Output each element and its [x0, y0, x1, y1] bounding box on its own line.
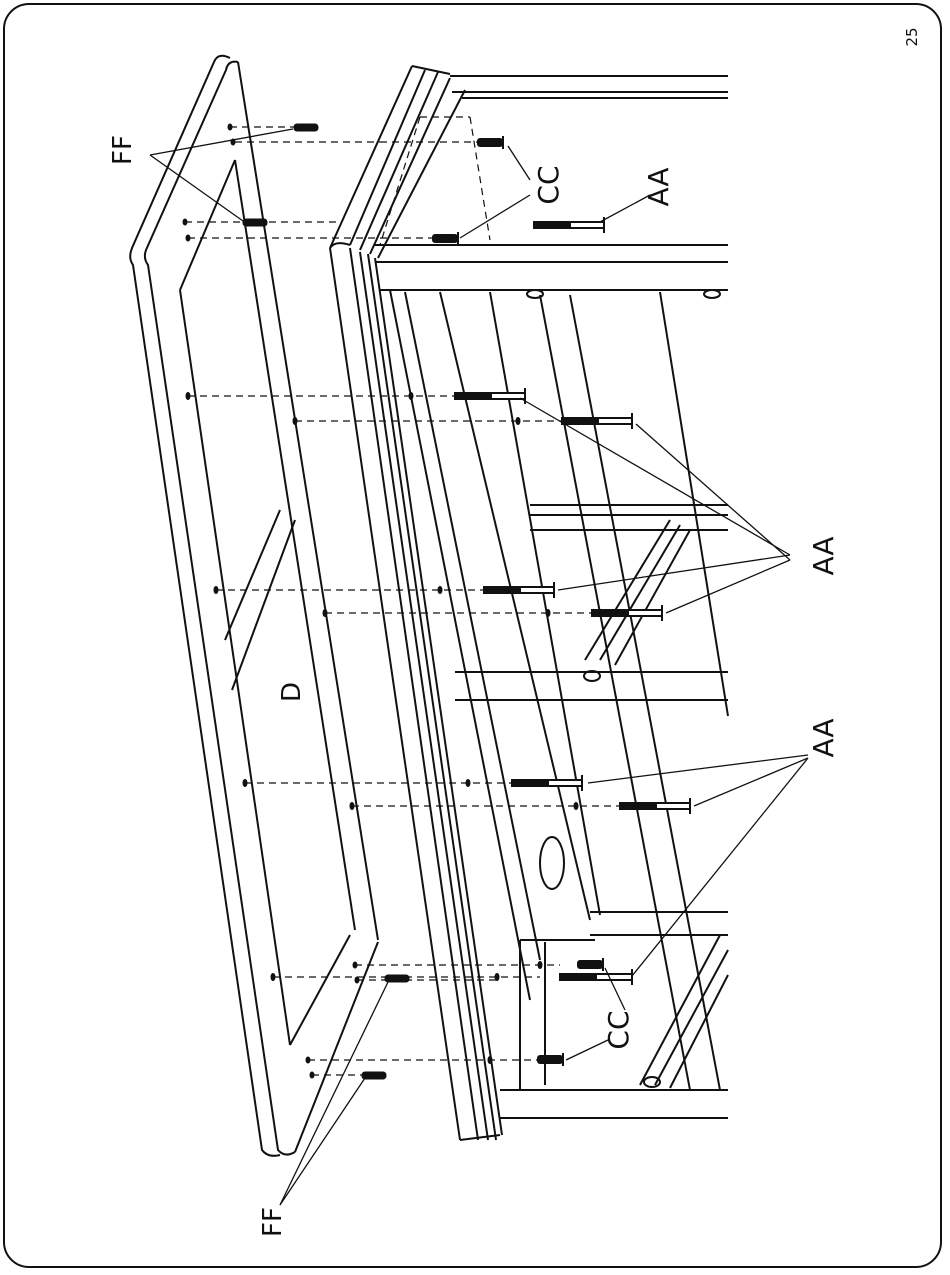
- dowel-ff-4: [362, 1072, 386, 1079]
- dowel-ff-3: [385, 975, 409, 982]
- label-aa-middle: AA: [807, 536, 840, 575]
- label-aa-lower: AA: [807, 718, 840, 757]
- screw-aa-6: [512, 775, 582, 791]
- label-aa-top: AA: [642, 167, 675, 206]
- label-ff-bottom: FF: [258, 1207, 288, 1237]
- screw-aa-5: [592, 605, 662, 621]
- screw-aa-1: [534, 217, 604, 233]
- label-ff-top: FF: [108, 135, 138, 165]
- cabinet-frame: [375, 76, 728, 1118]
- page-number: 25: [903, 27, 921, 46]
- label-cc-top: CC: [532, 165, 565, 204]
- screw-aa-3: [562, 413, 632, 429]
- dowel-ff-2: [243, 219, 267, 226]
- cam-bolts-cc: [433, 136, 603, 1066]
- screw-aa-7: [620, 798, 690, 814]
- dowel-ff-1: [294, 124, 318, 131]
- panel-d-label: D: [277, 682, 307, 702]
- label-cc-bottom: CC: [602, 1010, 635, 1049]
- part-labels: FF CC AA AA AA CC FF: [108, 135, 840, 1237]
- screw-aa-8: [560, 969, 632, 985]
- dowels-ff: [243, 124, 409, 1079]
- screws-aa: [455, 217, 690, 985]
